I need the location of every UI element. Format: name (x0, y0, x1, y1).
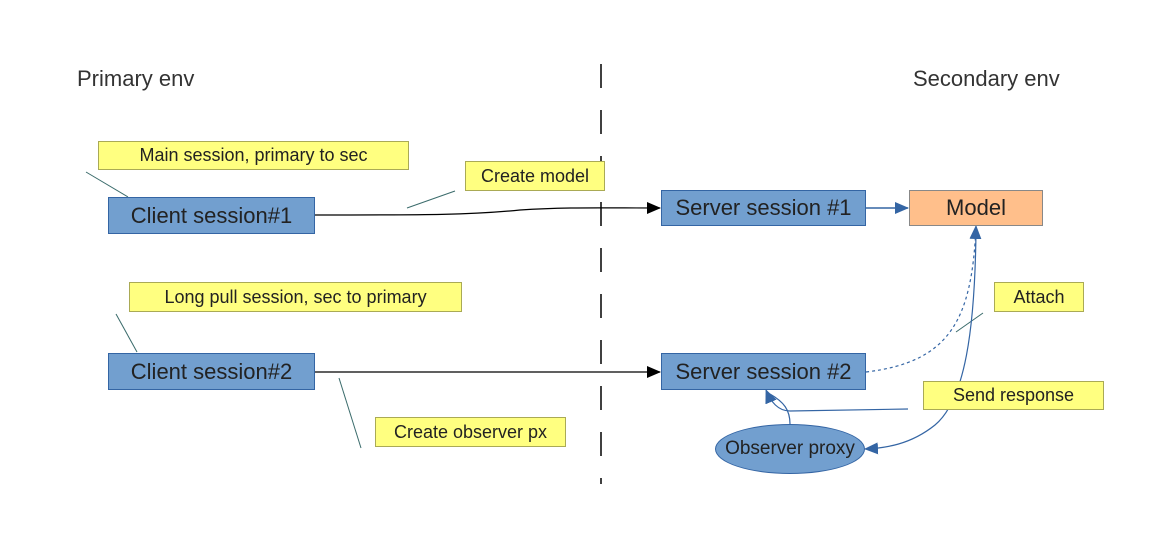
client1-to-server1-connector (314, 201, 661, 216)
server-session-1-box: Server session #1 (661, 190, 866, 226)
observer-proxy-ellipse: Observer proxy (715, 424, 865, 474)
attach-note: Attach (994, 282, 1084, 312)
primary-env-label: Primary env (77, 66, 195, 91)
attach-leader (955, 312, 984, 333)
send-response-to-server2-connector (765, 389, 909, 412)
long-pull-note: Long pull session, sec to primary (129, 282, 462, 312)
long-pull-leader (115, 313, 138, 353)
create-model-leader (406, 190, 456, 209)
client-session-1-box: Client session#1 (108, 197, 315, 234)
server2-attach-model-connector (865, 225, 982, 373)
create-observer-leader (338, 377, 362, 449)
observer-to-server2-connector (769, 393, 791, 425)
secondary-env-label: Secondary env (913, 66, 1060, 91)
create-model-note: Create model (465, 161, 605, 191)
model-box: Model (909, 190, 1043, 226)
server-session-2-box: Server session #2 (661, 353, 866, 390)
main-session-note: Main session, primary to sec (98, 141, 409, 170)
create-observer-note: Create observer px (375, 417, 566, 447)
main-session-leader (85, 171, 129, 198)
model-to-observer-connector (864, 229, 977, 455)
send-response-note: Send response (923, 381, 1104, 410)
client-session-2-box: Client session#2 (108, 353, 315, 390)
